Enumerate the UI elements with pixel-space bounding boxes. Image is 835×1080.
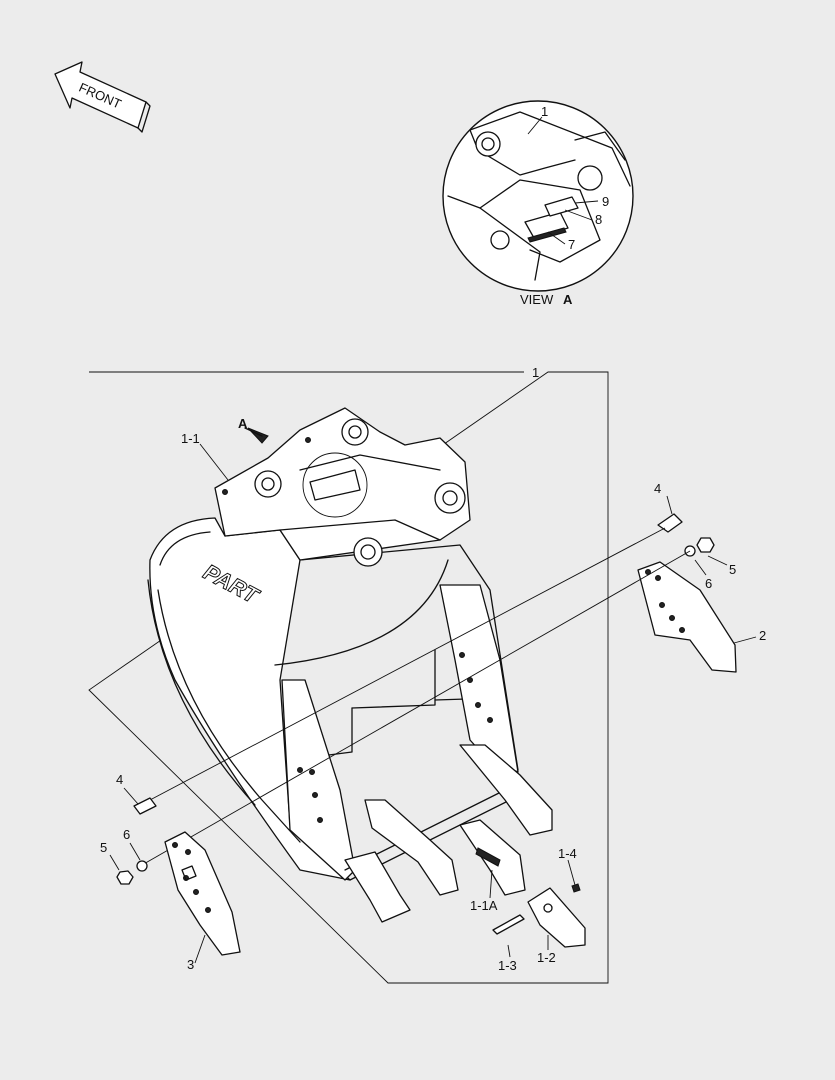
callout-1-frame: 1	[532, 365, 539, 380]
callout-1-view: 1	[541, 104, 548, 119]
callout-9: 9	[602, 194, 609, 209]
callout-7: 7	[568, 237, 575, 252]
side-cutter-right: 4 5 6 2	[141, 481, 766, 866]
arrow-letter-a: A	[238, 416, 248, 431]
callout-1-1a: 1-1A	[470, 898, 498, 913]
callout-4-right: 4	[654, 481, 661, 496]
callout-5-right: 5	[729, 562, 736, 577]
callout-8: 8	[595, 212, 602, 227]
callout-3: 3	[187, 957, 194, 972]
callout-1-1: 1-1	[181, 431, 200, 446]
view-label: VIEW	[520, 292, 554, 307]
callout-6-right: 6	[705, 576, 712, 591]
callout-6-left: 6	[123, 827, 130, 842]
view-a-detail: 1 9 8 7 VIEW A	[442, 100, 634, 307]
side-cutter-left: 4 6 5 3	[100, 772, 241, 972]
callout-1-3: 1-3	[498, 958, 517, 973]
callout-5-left: 5	[100, 840, 107, 855]
tooth-parts: 1-4 1-1A 1-3 1-2	[470, 846, 586, 973]
view-letter: A	[563, 292, 573, 307]
callout-4-left: 4	[116, 772, 123, 787]
bucket-teeth	[344, 744, 553, 923]
callout-1-2: 1-2	[537, 950, 556, 965]
bucket: PART A 1-1	[147, 407, 519, 881]
front-arrow: FRONT	[54, 61, 151, 133]
callout-1-4: 1-4	[558, 846, 577, 861]
callout-2: 2	[759, 628, 766, 643]
